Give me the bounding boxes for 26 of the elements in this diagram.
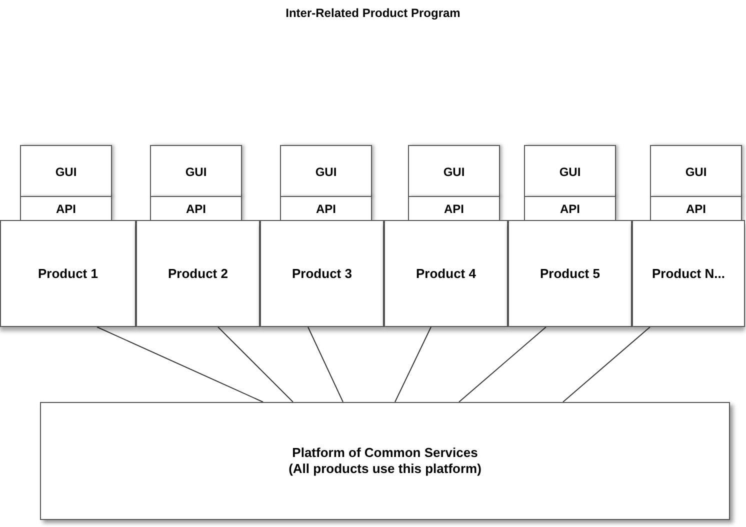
api-box: API bbox=[650, 196, 742, 221]
platform-box: Platform of Common Services (All products use this platform) bbox=[40, 402, 730, 520]
product-box: Product 3 bbox=[260, 220, 384, 327]
api-box: API bbox=[524, 196, 616, 221]
gui-box: GUI bbox=[408, 145, 500, 197]
connector-line bbox=[394, 326, 432, 402]
product-box: Product 1 bbox=[0, 220, 136, 327]
gui-box: GUI bbox=[20, 145, 112, 197]
connector-line bbox=[308, 326, 344, 402]
gui-box: GUI bbox=[524, 145, 616, 197]
diagram-title: Inter-Related Product Program bbox=[284, 5, 462, 22]
api-box: API bbox=[20, 196, 112, 221]
connector-line bbox=[562, 326, 650, 402]
gui-box: GUI bbox=[650, 145, 742, 197]
connector-line bbox=[96, 326, 264, 402]
connector-line bbox=[458, 326, 546, 402]
product-box: Product 4 bbox=[384, 220, 508, 327]
api-box: API bbox=[150, 196, 242, 221]
gui-box: GUI bbox=[150, 145, 242, 197]
api-box: API bbox=[280, 196, 372, 221]
product-box: Product 2 bbox=[136, 220, 260, 327]
connector-line bbox=[218, 326, 294, 402]
product-box: Product 5 bbox=[508, 220, 632, 327]
product-box: Product N... bbox=[632, 220, 745, 327]
api-box: API bbox=[408, 196, 500, 221]
gui-box: GUI bbox=[280, 145, 372, 197]
